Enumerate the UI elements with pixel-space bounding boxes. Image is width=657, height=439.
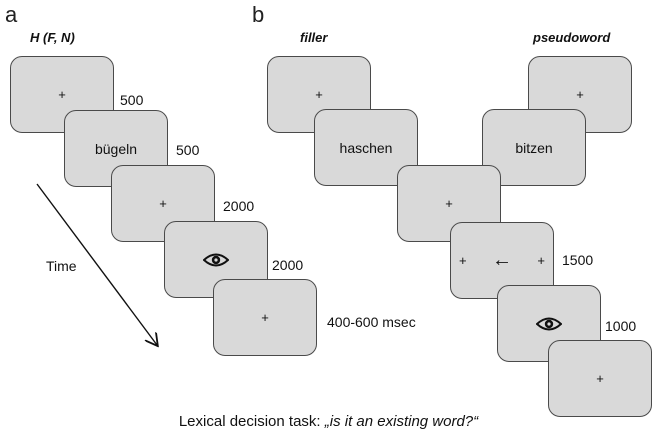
fixation-cross: + (315, 87, 323, 102)
fixation-cross: + (261, 310, 269, 325)
duration-label: 1500 (562, 252, 594, 268)
duration-label: 400-600 msec (327, 314, 416, 330)
fixation-cross-right: + (537, 253, 545, 268)
caption-prefix: Lexical decision task: (178, 413, 325, 430)
stimulus-word: bitzen (515, 139, 553, 156)
caption-question: „is it an existing word?“ (324, 413, 479, 430)
eye-icon (536, 317, 562, 330)
fixation-screen: + (548, 340, 652, 417)
panel-b-letter: b (252, 2, 265, 27)
stimulus-word: haschen (339, 139, 393, 156)
fixation-cross: + (596, 371, 604, 386)
fixation-screen: + (213, 279, 317, 356)
duration-label: 500 (120, 92, 144, 108)
duration-label: 2000 (272, 257, 304, 273)
filler-heading: filler (300, 30, 328, 45)
stimulus-word: bügeln (94, 140, 138, 157)
panel-a-letter: a (5, 2, 18, 27)
fixation-cross: + (159, 196, 167, 211)
caption: Lexical decision task: „is it an existin… (0, 413, 657, 430)
fixation-cross-left: + (459, 253, 467, 268)
time-label: Time (46, 258, 77, 274)
eye-icon (203, 253, 229, 266)
duration-label: 1000 (605, 318, 637, 334)
left-arrow-icon: ← (492, 249, 512, 271)
pseudoword-heading: pseudoword (533, 30, 611, 45)
fixation-cross: + (445, 196, 453, 211)
panel-a-heading: H (F, N) (30, 30, 75, 45)
fixation-cross: + (576, 87, 584, 102)
duration-label: 2000 (223, 198, 255, 214)
fixation-cross: + (58, 87, 66, 102)
duration-label: 500 (176, 142, 200, 158)
